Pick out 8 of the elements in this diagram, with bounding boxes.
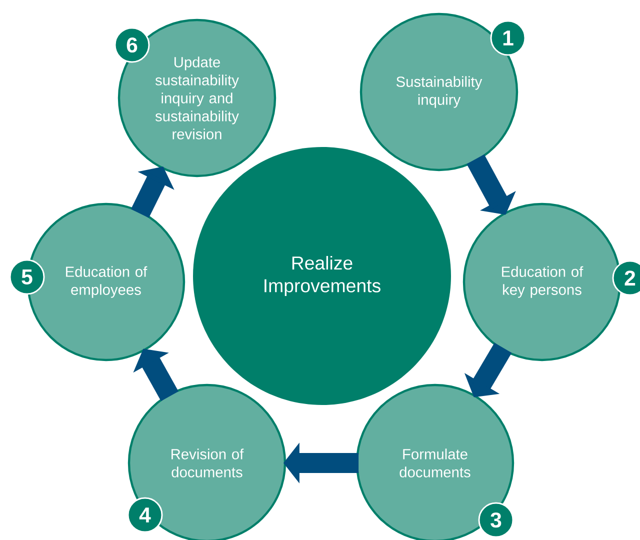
number-badge: 6 [114, 27, 150, 63]
number-badge: 4 [127, 497, 163, 533]
block-arrow [466, 154, 516, 215]
number-badge: 5 [9, 259, 45, 295]
number-badge: 1 [490, 20, 526, 56]
number-badge: 3 [478, 502, 514, 538]
block-arrow [133, 348, 178, 402]
number-badge: 2 [612, 260, 640, 296]
